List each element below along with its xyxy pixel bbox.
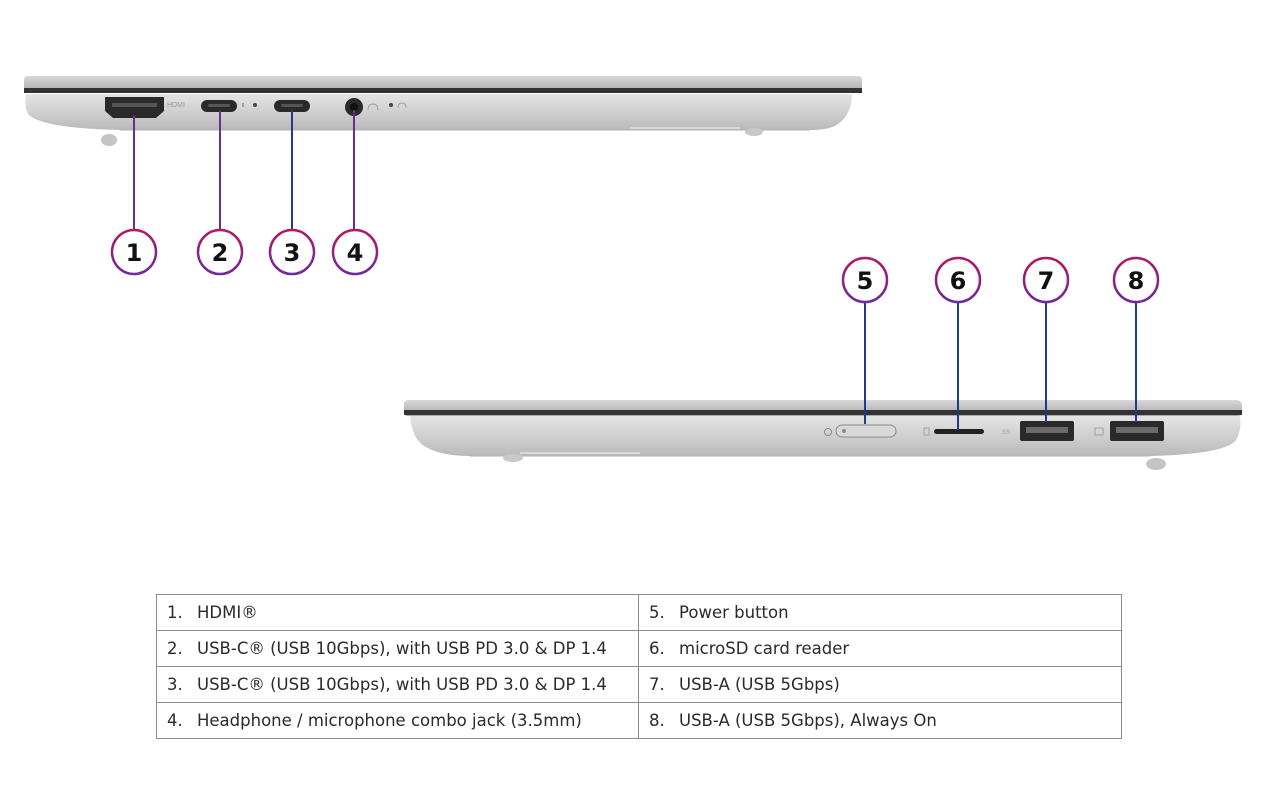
table-cell: 2.USB-C® (USB 10Gbps), with USB PD 3.0 &… [156, 630, 639, 667]
callout-8: 8 [1112, 256, 1160, 304]
table-cell: 1.HDMI® [156, 594, 639, 631]
table-row: 1.HDMI® 5.Power button [156, 594, 1122, 631]
svg-text:5: 5 [857, 267, 874, 295]
svg-text:4: 4 [347, 239, 364, 267]
port-diagram: HDMI 1 [24, 76, 1242, 470]
headphone-icon [397, 102, 407, 109]
table-cell: 6.microSD card reader [638, 630, 1122, 667]
sd-card-icon [923, 427, 930, 436]
rubber-foot [503, 454, 523, 462]
usb-a-port-2 [1094, 421, 1164, 441]
table-cell: 4.Headphone / microphone combo jack (3.5… [156, 702, 639, 739]
power-button [824, 424, 897, 438]
callout-4: 4 [331, 228, 379, 276]
callout-5: 5 [841, 256, 889, 304]
svg-text:1: 1 [126, 239, 143, 267]
table-cell: 5.Power button [638, 594, 1122, 631]
svg-text:2: 2 [212, 239, 229, 267]
usb-c-port-2 [274, 100, 310, 112]
power-icon [824, 428, 832, 436]
always-on-icon [1094, 427, 1104, 436]
status-led [253, 103, 257, 107]
hdmi-port-label: HDMI [167, 102, 185, 109]
ports-table: 1.HDMI® 5.Power button 2.USB-C® (USB 10G… [156, 594, 1122, 739]
headset-icon [367, 103, 379, 111]
table-cell: 8.USB-A (USB 5Gbps), Always On [638, 702, 1122, 739]
callout-3: 3 [268, 228, 316, 276]
rubber-foot [1146, 458, 1166, 470]
table-row: 2.USB-C® (USB 10Gbps), with USB PD 3.0 &… [156, 630, 1122, 667]
power-delivery-icon [242, 103, 244, 107]
table-row: 4.Headphone / microphone combo jack (3.5… [156, 702, 1122, 739]
audio-jack [345, 98, 407, 116]
hdmi-port: HDMI [105, 97, 185, 118]
callout-2: 2 [196, 228, 244, 276]
callout-1: 1 [110, 228, 158, 276]
laptop-left-side-view: HDMI 1 [24, 76, 862, 276]
status-led [389, 103, 393, 107]
microsd-slot [923, 427, 984, 436]
usb-ss-icon: SS [1002, 430, 1010, 436]
svg-text:3: 3 [284, 239, 301, 267]
table-cell: 3.USB-C® (USB 10Gbps), with USB PD 3.0 &… [156, 666, 639, 703]
table-row: 3.USB-C® (USB 10Gbps), with USB PD 3.0 &… [156, 666, 1122, 703]
usb-c-port-1 [201, 100, 257, 112]
usb-a-port-1: SS [1002, 421, 1074, 441]
table-cell: 7.USB-A (USB 5Gbps) [638, 666, 1122, 703]
callout-6: 6 [934, 256, 982, 304]
rubber-foot [101, 134, 117, 146]
svg-text:7: 7 [1038, 267, 1055, 295]
rubber-foot [745, 128, 763, 136]
svg-text:6: 6 [950, 267, 967, 295]
callout-7: 7 [1022, 256, 1070, 304]
laptop-right-side-view: SS 5 6 7 8 [404, 256, 1242, 470]
svg-text:8: 8 [1128, 267, 1145, 295]
